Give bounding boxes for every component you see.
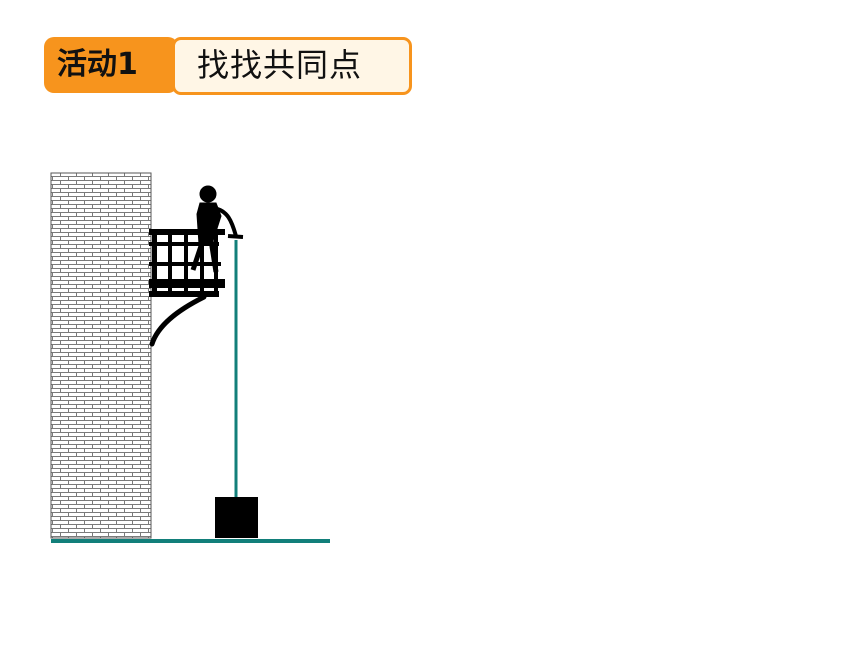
activity-title-box bbox=[172, 37, 412, 95]
activity-tag bbox=[44, 37, 178, 93]
pulley-arm bbox=[227, 234, 244, 239]
brick-wall bbox=[50, 172, 152, 539]
balcony-bracket bbox=[149, 294, 207, 347]
weight-block bbox=[215, 497, 258, 538]
activity-label: 活动1 bbox=[57, 47, 138, 82]
activity-title: 找找共同点 bbox=[197, 46, 363, 84]
person bbox=[190, 185, 238, 273]
